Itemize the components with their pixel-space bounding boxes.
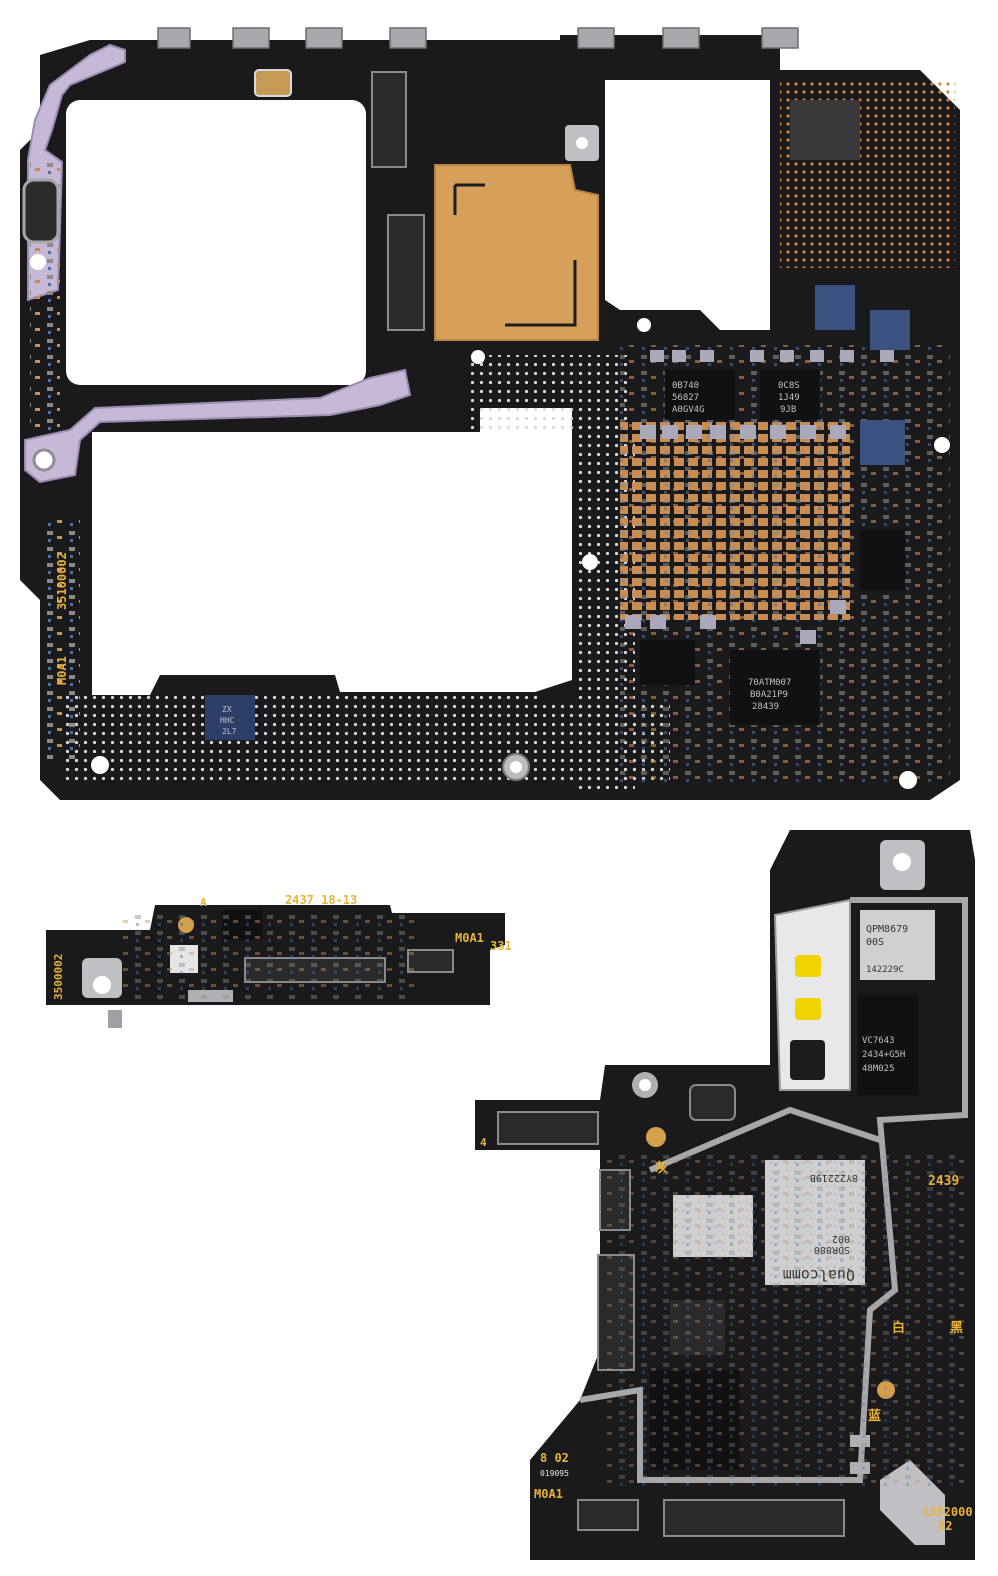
mounting-hole bbox=[91, 756, 109, 774]
flash-led bbox=[795, 998, 821, 1020]
chip bbox=[860, 530, 905, 590]
chip-text: 0B740 bbox=[672, 381, 699, 391]
connector bbox=[577, 1499, 639, 1531]
connector bbox=[663, 1499, 845, 1537]
mounting-hole bbox=[899, 771, 917, 789]
antenna-contact bbox=[646, 1127, 666, 1147]
via-field bbox=[60, 695, 540, 785]
silkscreen-code: 2437 18-13 bbox=[285, 893, 357, 907]
shield-marking bbox=[453, 183, 577, 327]
chip bbox=[858, 995, 918, 1095]
chip bbox=[205, 695, 255, 740]
cutout-top-right bbox=[605, 80, 770, 330]
mounting-hole bbox=[582, 554, 598, 570]
chip bbox=[760, 370, 820, 420]
component-area bbox=[605, 1150, 965, 1490]
chip-text: 56827 bbox=[672, 393, 699, 403]
chip-text: HHC bbox=[220, 716, 235, 725]
chip bbox=[815, 285, 855, 330]
mounting-hole bbox=[934, 437, 950, 453]
chip-text: 2L7 bbox=[222, 727, 237, 736]
cutout-top-left bbox=[66, 100, 366, 385]
connector bbox=[371, 71, 407, 168]
silkscreen-char: 白 bbox=[892, 1320, 905, 1336]
chip bbox=[730, 650, 820, 725]
metal-tab bbox=[108, 1010, 122, 1028]
chip-text: QPM8679 bbox=[866, 924, 908, 935]
chip bbox=[860, 420, 905, 465]
chip-text: 9JB bbox=[780, 405, 796, 415]
screw-hole bbox=[93, 976, 111, 994]
silkscreen-char: 黑 bbox=[950, 1321, 963, 1336]
silkscreen-code: 2439 bbox=[928, 1174, 959, 1189]
connector bbox=[497, 1111, 599, 1145]
silkscreen-rev: M0A1 bbox=[55, 656, 69, 685]
chip-text: B0A21P9 bbox=[750, 690, 788, 700]
connector bbox=[387, 214, 425, 331]
sensor bbox=[790, 1040, 825, 1080]
sub-board: A 2437 18-13 M0A1 331 3500002 bbox=[46, 893, 512, 1028]
flash-led bbox=[795, 955, 821, 977]
silkscreen-code: 1352000 bbox=[922, 1505, 973, 1519]
chip-text: 0C8S bbox=[778, 381, 800, 391]
chip-text: ZX bbox=[222, 705, 232, 714]
silkscreen-num: 02 bbox=[938, 1519, 952, 1533]
connector bbox=[22, 178, 60, 244]
chip-text: 70ATM007 bbox=[748, 678, 791, 688]
chip-text: 1J49 bbox=[778, 393, 800, 403]
spring-contacts bbox=[157, 27, 799, 49]
chip-text: A0GV4G bbox=[672, 405, 705, 415]
silkscreen-char: 蓝 bbox=[868, 1408, 881, 1424]
chip-text: 48M025 bbox=[862, 1064, 895, 1074]
screw-hole bbox=[32, 448, 56, 472]
silkscreen-small: 019095 bbox=[540, 1469, 569, 1478]
main-board: 0B740 56827 A0GV4G 0C8S 1J49 9JB 70ATM00… bbox=[20, 27, 960, 800]
silkscreen-num: 331 bbox=[490, 939, 512, 953]
silkscreen-num: 8 02 bbox=[540, 1451, 569, 1465]
component-area bbox=[40, 520, 80, 760]
chip bbox=[665, 370, 735, 420]
gold-shield bbox=[434, 164, 599, 341]
chip-text: 142229C bbox=[866, 965, 904, 975]
mounting-hole bbox=[637, 318, 651, 332]
silkscreen-rev: M0A1 bbox=[455, 931, 484, 945]
connector bbox=[689, 1084, 736, 1121]
mounting-hole bbox=[30, 254, 46, 270]
cutout-lower-left bbox=[92, 408, 572, 695]
chip-text: 00S bbox=[866, 937, 884, 948]
bracket-middle bbox=[24, 368, 412, 484]
microphone bbox=[254, 69, 292, 97]
chip bbox=[640, 640, 695, 685]
chip bbox=[860, 910, 935, 980]
silkscreen-code: 3500002 bbox=[52, 954, 65, 1000]
chip-text: VC7643 bbox=[862, 1036, 895, 1046]
component-area bbox=[120, 915, 420, 1000]
lower-board: QPM8679 00S 142229C VC7643 2434+G5H 48M0… bbox=[475, 830, 975, 1560]
chip bbox=[790, 100, 860, 160]
silkscreen-rev: M0A1 bbox=[534, 1487, 563, 1501]
chip bbox=[870, 310, 910, 350]
silkscreen-code: 35100002 bbox=[55, 552, 69, 610]
screw-hole bbox=[576, 137, 588, 149]
chip-text: 28439 bbox=[752, 702, 779, 712]
silkscreen-num: 4 bbox=[480, 1136, 487, 1149]
silkscreen-char: 灰 bbox=[655, 1160, 668, 1176]
silkscreen-mark: A bbox=[200, 896, 207, 909]
screw-hole bbox=[893, 853, 911, 871]
mounting-hole bbox=[471, 350, 485, 364]
chip-text: 2434+G5H bbox=[862, 1050, 905, 1060]
grey-components bbox=[625, 350, 894, 644]
